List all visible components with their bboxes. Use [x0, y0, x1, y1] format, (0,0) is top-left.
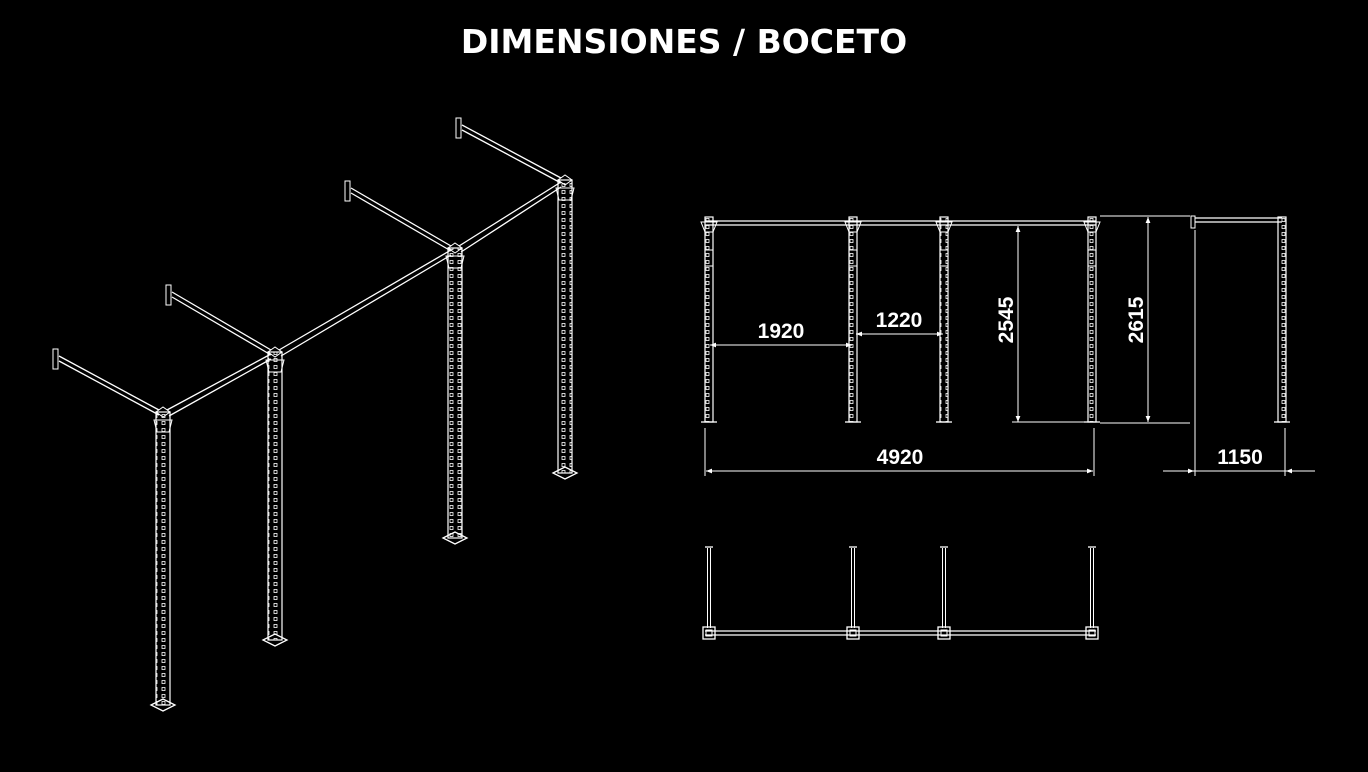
iso-beam — [278, 249, 452, 351]
iso-beam — [166, 353, 272, 411]
front-post — [844, 216, 862, 423]
side-view: 1150 — [1163, 215, 1315, 476]
iso-post — [261, 346, 289, 647]
plan-post — [1085, 626, 1099, 640]
page-title: DIMENSIONES / BOCETO — [460, 22, 908, 61]
iso-wall-bracket — [344, 180, 351, 202]
iso-wall-arm — [58, 355, 160, 411]
iso-beam — [458, 181, 562, 247]
iso-wall-arm — [171, 291, 272, 351]
isometric-view — [52, 117, 579, 712]
plan-post — [846, 626, 860, 640]
iso-wall-arm — [461, 124, 562, 179]
iso-base-plate — [261, 633, 289, 647]
iso-post — [149, 406, 177, 712]
dim-label-4920: 4920 — [877, 446, 924, 469]
dim-label-1150: 1150 — [1217, 446, 1263, 469]
dim-label-2615: 2615 — [1125, 296, 1148, 343]
iso-wall-bracket — [455, 117, 462, 139]
side-post — [1277, 216, 1287, 423]
front-post — [935, 216, 953, 423]
iso-base-plate — [149, 698, 177, 712]
iso-base-plate — [441, 531, 469, 545]
plan-post — [702, 626, 716, 640]
front-post — [700, 216, 718, 423]
plan-post — [937, 626, 951, 640]
plan-view — [702, 546, 1099, 640]
front-elevation — [700, 216, 1101, 423]
iso-wall-bracket — [52, 348, 59, 370]
dim-label-1220: 1220 — [876, 309, 923, 332]
iso-post — [441, 242, 469, 545]
iso-wall-bracket — [165, 284, 172, 306]
iso-base-plate — [551, 466, 579, 480]
front-post — [1083, 216, 1101, 423]
front-dimensions: 1920 1220 2545 2615 4920 — [704, 215, 1190, 476]
iso-post — [551, 174, 579, 480]
dim-label-2545: 2545 — [995, 296, 1018, 343]
iso-wall-arm — [350, 187, 452, 247]
dim-label-1920: 1920 — [758, 320, 805, 343]
